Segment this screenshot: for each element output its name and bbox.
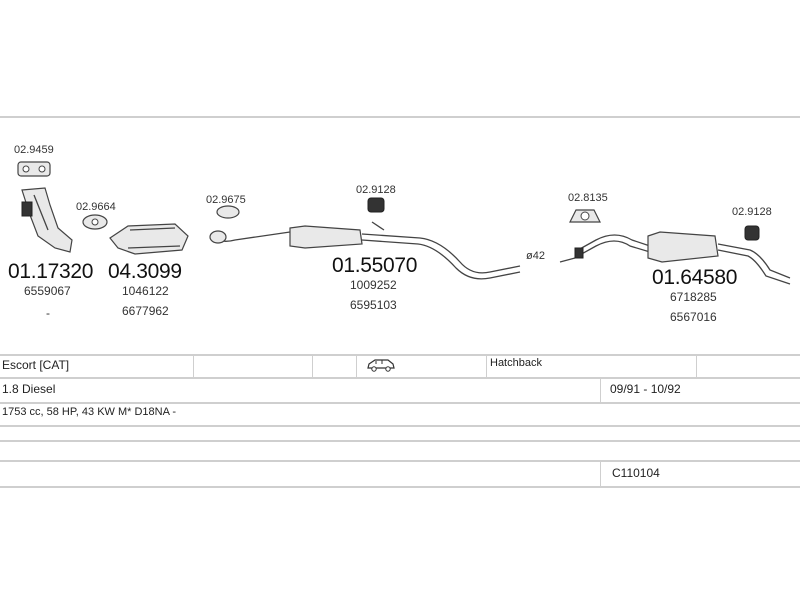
ref-number-middle-1: 1009252 xyxy=(350,278,397,292)
cell-divider xyxy=(600,379,601,402)
table-rule xyxy=(0,377,800,379)
part-number-hanger-rear: 02.9128 xyxy=(732,206,772,218)
pipe-gasket-icon xyxy=(216,205,240,219)
top-divider xyxy=(0,116,800,118)
part-number-front-pipe: 01.17320 xyxy=(8,260,94,283)
table-rule xyxy=(0,440,800,442)
middle-silencer-icon xyxy=(209,221,521,280)
ref-number-middle-2: 6595103 xyxy=(350,298,397,312)
cell-divider xyxy=(356,356,357,377)
part-number-pipe-gasket: 02.9675 xyxy=(206,194,246,206)
part-number-catalytic-converter: 04.3099 xyxy=(108,260,182,283)
ref-number-rear-1: 6718285 xyxy=(670,290,717,304)
car-hatchback-icon xyxy=(366,358,396,377)
pipe-diameter-label: ø42 xyxy=(526,250,545,262)
cell-divider xyxy=(193,356,194,377)
body-type: Hatchback xyxy=(490,357,542,369)
catalytic-converter-icon xyxy=(109,223,189,255)
exhaust-system-diagram xyxy=(17,161,791,285)
part-number-hanger-middle: 02.9128 xyxy=(356,184,396,196)
table-rule xyxy=(0,354,800,356)
catalog-code: C110104 xyxy=(612,466,660,480)
ref-number-catalytic-1: 1046122 xyxy=(122,284,169,298)
part-number-gasket: 02.9459 xyxy=(14,144,54,156)
part-number-bracket: 02.8135 xyxy=(568,192,608,204)
table-rule xyxy=(0,402,800,404)
cell-divider xyxy=(600,462,601,486)
part-number-middle-silencer: 01.55070 xyxy=(332,254,418,277)
manifold-gasket-icon xyxy=(17,161,51,177)
part-number-flange-gasket: 02.9664 xyxy=(76,201,116,213)
table-rule xyxy=(0,486,800,488)
table-rule xyxy=(0,460,800,462)
ref-number-catalytic-2: 6677962 xyxy=(122,304,169,318)
flange-gasket-icon xyxy=(82,214,108,230)
ref-number-front-pipe-1: 6559067 xyxy=(24,284,71,298)
front-pipe-icon xyxy=(21,187,73,253)
rear-silencer-icon xyxy=(574,231,791,285)
rear-rubber-hanger-icon xyxy=(744,225,760,241)
ref-number-front-pipe-2: - xyxy=(46,306,50,320)
engine-spec: 1753 cc, 58 HP, 43 KW M* D18NA - xyxy=(2,406,177,418)
rubber-hanger-icon xyxy=(367,197,385,213)
part-number-rear-silencer: 01.64580 xyxy=(652,266,738,289)
table-rule xyxy=(0,425,800,427)
production-date-range: 09/91 - 10/92 xyxy=(610,382,681,396)
cell-divider xyxy=(312,356,313,377)
model-name: Escort [CAT] xyxy=(2,358,70,372)
cell-divider xyxy=(696,356,697,377)
engine-type: 1.8 Diesel xyxy=(2,382,56,396)
ref-number-rear-2: 6567016 xyxy=(670,310,717,324)
mounting-bracket-icon xyxy=(569,209,601,223)
cell-divider xyxy=(486,356,487,377)
